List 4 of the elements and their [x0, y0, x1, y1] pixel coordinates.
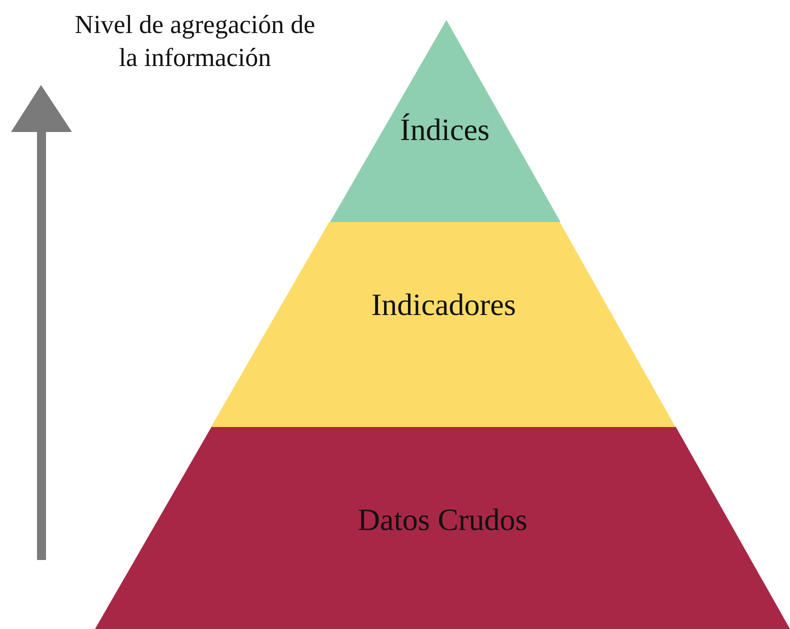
level-label: Índices	[399, 112, 491, 148]
axis-label: Nivel de agregación de la información	[74, 9, 316, 74]
level-label: Datos Crudos	[356, 502, 528, 538]
level-label: Indicadores	[370, 287, 517, 323]
